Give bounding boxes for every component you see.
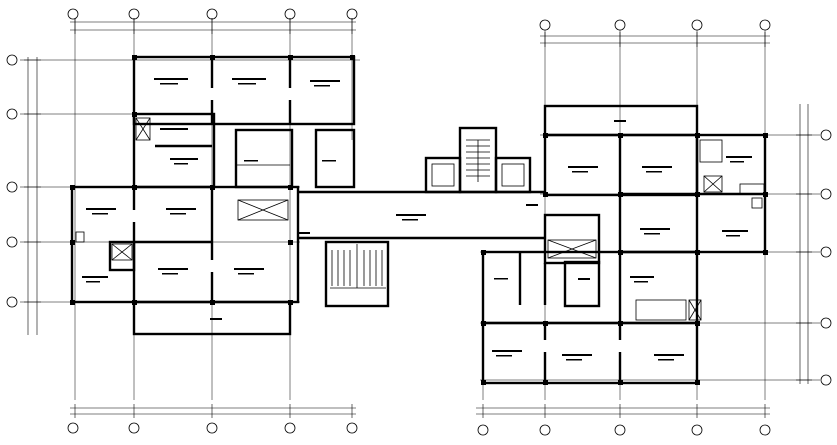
grid-bubble-icon [820, 374, 832, 386]
staircase-icon [466, 139, 490, 182]
grid-bubble-icon [759, 424, 771, 436]
grid-bubble-icon [477, 424, 489, 436]
grid-bubble-icon [206, 8, 218, 20]
columns [70, 55, 768, 385]
grid-bubble-icon [820, 246, 832, 258]
grid-bubble-icon [539, 19, 551, 31]
grid-bubble-icon [820, 188, 832, 200]
grid-bubble-icon [284, 422, 296, 434]
grid-bubble-icon [346, 8, 358, 20]
grid-bubble-icon [614, 19, 626, 31]
staircase-icon [330, 244, 386, 289]
room-label-marks [82, 78, 752, 361]
grid-bubble-icon [6, 108, 18, 120]
left-block [70, 55, 356, 336]
right-block [481, 104, 767, 385]
grid-bubble-icon [128, 8, 140, 20]
grid-bubble-icon [284, 8, 296, 20]
grid-bubble-icon [6, 54, 18, 66]
grid-lines [20, 18, 820, 400]
grid-bubble-icon [759, 19, 771, 31]
grid-bubble-icon [614, 424, 626, 436]
grid-bubble-icon [691, 424, 703, 436]
grid-bubble-icon [128, 422, 140, 434]
grid-bubble-icon [346, 422, 358, 434]
grid-bubble-icon [67, 422, 79, 434]
grid-bubble-icon [820, 129, 832, 141]
grid-bubble-icon [691, 19, 703, 31]
grid-bubble-icon [6, 296, 18, 308]
dimension-lines [24, 18, 812, 418]
grid-bubble-icon [6, 181, 18, 193]
grid-bubble-icon [206, 422, 218, 434]
grid-bubbles [6, 8, 832, 436]
stair-core [324, 126, 532, 308]
grid-bubble-icon [6, 236, 18, 248]
grid-bubble-icon [67, 8, 79, 20]
grid-bubble-icon [539, 424, 551, 436]
grid-bubble-icon [820, 317, 832, 329]
